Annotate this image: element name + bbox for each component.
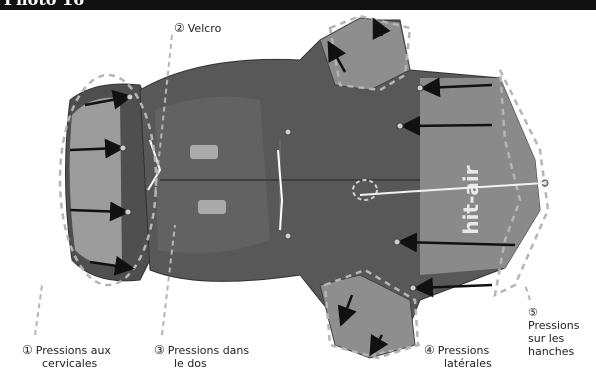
label-cervicales-line1: Pressions aux xyxy=(36,344,111,357)
label-velcro-number: ② xyxy=(174,21,185,35)
label-hanches-number: ⑤ xyxy=(528,306,579,319)
label-dos-line2: le dos xyxy=(154,357,249,370)
label-hanches-line3: hanches xyxy=(528,345,579,358)
label-hanches-line1: Pressions xyxy=(528,319,579,332)
label-hanches-line2: sur les xyxy=(528,332,579,345)
label-dos-line1: Pressions dans xyxy=(168,344,249,357)
buckle-top xyxy=(190,145,218,159)
buckle-bottom xyxy=(198,200,226,214)
label-laterales-line2: latérales xyxy=(424,357,492,370)
collar-lining xyxy=(70,98,122,266)
label-cervicales-number: ① xyxy=(22,343,33,357)
label-hanches: ⑤ Pressions sur les hanches xyxy=(528,306,579,358)
label-laterales-number: ④ xyxy=(424,343,435,357)
vest-photo: hit-air xyxy=(0,10,596,390)
label-velcro-text: Velcro xyxy=(188,22,222,35)
brand-logo: hit-air xyxy=(459,165,483,234)
label-cervicales-line2: cervicales xyxy=(22,357,111,370)
label-laterales-line1: Pressions xyxy=(438,344,489,357)
label-dos-number: ③ xyxy=(154,343,165,357)
photo-title-bar: Photo 16 xyxy=(0,0,596,10)
photo-title: Photo 16 xyxy=(4,0,84,9)
back-panel xyxy=(155,97,270,254)
